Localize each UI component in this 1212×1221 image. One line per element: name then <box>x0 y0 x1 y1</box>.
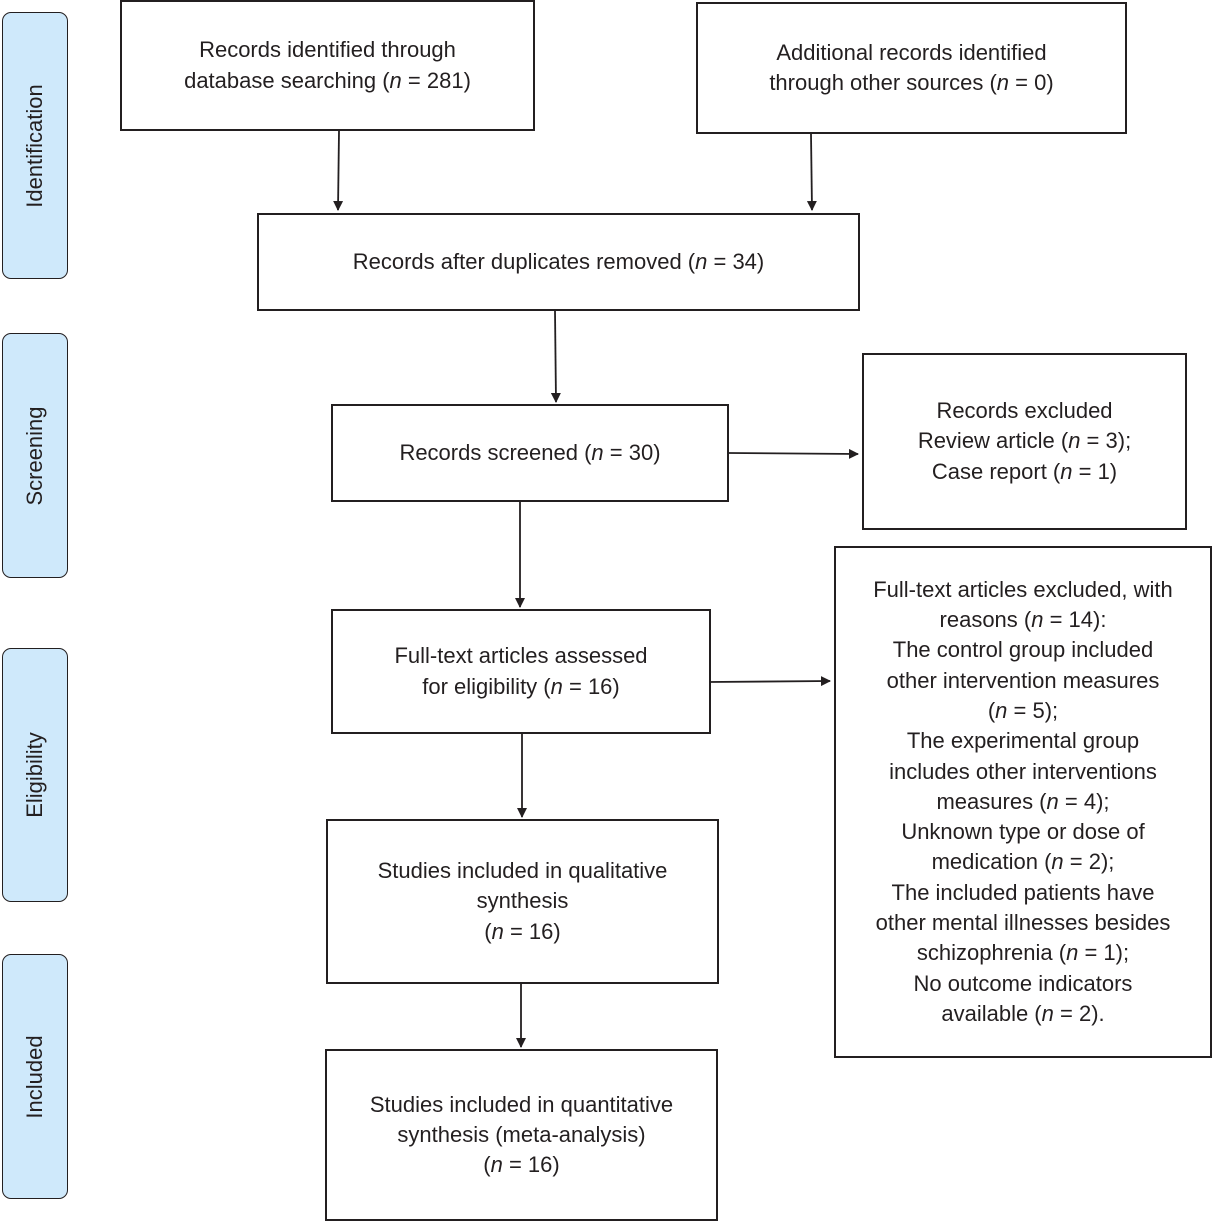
box-text-line: through other sources (n = 0) <box>769 70 1054 95</box>
box-text-line: (n = 16) <box>483 1152 560 1178</box>
count-variable: n <box>1060 458 1073 484</box>
arrow-database-to-duplicates <box>333 130 344 211</box>
arrow-screened-to-excluded <box>728 448 859 459</box>
phase-screening: Screening <box>2 333 68 578</box>
box-qualitative-synthesis: Studies included in qualitative synthesis… <box>326 819 719 984</box>
box-text-line: The experimental group <box>906 728 1140 754</box>
box-text-line: schizophrenia (n = 1); <box>916 940 1130 966</box>
count-variable: n <box>591 439 604 465</box>
box-text-line: available (n = 2). <box>941 1000 1105 1026</box>
phase-included: Included <box>2 954 68 1199</box>
phase-eligibility: Eligibility <box>2 648 68 902</box>
box-text-line: synthesis (meta-analysis) <box>397 1121 646 1147</box>
box-text-line: medication (n = 2); <box>931 849 1115 875</box>
count-variable: n <box>491 918 504 944</box>
box-text-line: database searching (n = 281) <box>184 67 471 93</box>
box-records-screened: Records screened (n = 30) <box>331 404 729 502</box>
box-text-line: measures (n = 4); <box>936 788 1110 814</box>
box-fulltext-assessed: Full-text articles assessed for eligibili… <box>331 609 711 734</box>
box-text-line: Studies included in qualitative <box>377 858 668 884</box>
box-text-line: No outcome indicators <box>913 970 1133 996</box>
box-text-line: Unknown type or dose of <box>901 819 1145 845</box>
box-text-line: Case report (n = 1) <box>931 458 1118 484</box>
count-variable: n <box>389 67 402 93</box>
arrow-duplicates-to-screened <box>550 310 561 403</box>
box-text-line: Studies included in quantitative <box>369 1091 674 1117</box>
count-variable: n <box>695 248 708 274</box>
count-variable: n <box>995 697 1008 723</box>
box-text-line: includes other interventions <box>889 758 1157 784</box>
box-other-sources: Additional records identified through oth… <box>696 2 1127 134</box>
box-text-line: Full-text articles assessed <box>394 643 648 669</box>
box-text-line: Full-text articles excluded, with <box>873 576 1173 602</box>
arrow-other-to-duplicates <box>806 133 817 211</box>
box-database-search: Records identified through database searc… <box>120 0 535 131</box>
box-text-line: Review article (n = 3); <box>917 428 1132 454</box>
box-quantitative-synthesis: Studies included in quantitative synthesi… <box>325 1049 718 1221</box>
count-variable: n <box>1046 788 1059 814</box>
box-duplicates-removed: Records after duplicates removed (n = 34… <box>257 213 860 311</box>
arrow-fulltext-to-fulltext-excluded <box>708 676 831 687</box>
count-variable: n <box>1041 1000 1054 1026</box>
box-text-line: The included patients have <box>891 879 1155 905</box>
count-variable: n <box>490 1152 503 1178</box>
count-variable: n <box>996 70 1010 95</box>
box-text-line: Additional records identified <box>776 39 1047 65</box>
box-text-line: Records after duplicates removed (n = 34… <box>352 248 765 274</box>
box-text-line: Records identified through <box>199 37 456 63</box>
box-text-line: (n = 16) <box>484 918 561 944</box>
box-text-line: The control group included <box>892 637 1154 663</box>
phase-identification: Identification <box>2 12 68 279</box>
count-variable: n <box>1051 849 1064 875</box>
box-text-line: reasons (n = 14): <box>939 607 1107 633</box>
box-text-line: Records screened (n = 30) <box>399 439 661 465</box>
count-variable: n <box>1031 607 1044 633</box>
box-fulltext-excluded: Full-text articles excluded, with reasons… <box>834 546 1212 1058</box>
box-text-line: Records excluded <box>936 398 1113 424</box>
box-text-line: synthesis <box>476 888 569 914</box>
box-text-line: other intervention measures <box>886 667 1160 693</box>
count-variable: n <box>1068 428 1081 454</box>
count-variable: n <box>1066 940 1079 966</box>
box-text-line: (n = 5); <box>987 697 1059 723</box>
box-text-line: for eligibility (n = 16) <box>422 673 620 699</box>
count-variable: n <box>550 673 563 699</box>
box-text-line: other mental illnesses besides <box>875 910 1171 936</box>
